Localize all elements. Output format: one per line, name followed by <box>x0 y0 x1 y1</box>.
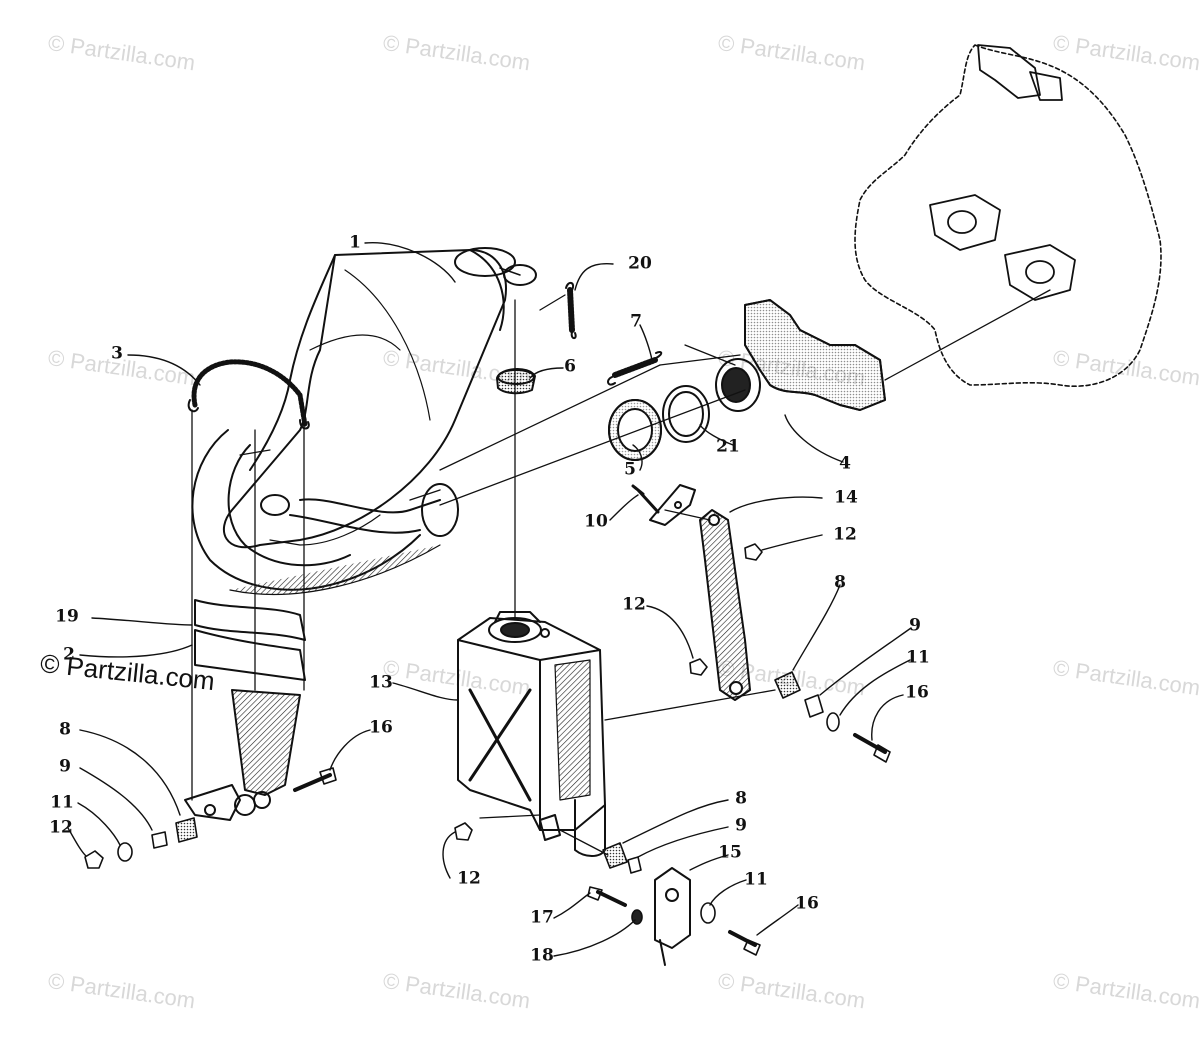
leader-lines <box>67 242 912 957</box>
callout-3: 3 <box>111 343 123 364</box>
callout-14: 14 <box>834 487 858 508</box>
support-arm <box>699 509 751 701</box>
callout-2: 2 <box>63 644 75 665</box>
callout-12: 12 <box>622 594 646 615</box>
callout-8: 8 <box>834 572 846 593</box>
callout-15: 15 <box>718 842 742 863</box>
grommet <box>496 368 536 395</box>
resonator-box <box>457 611 606 857</box>
callout-11: 11 <box>744 869 768 890</box>
callout-17: 17 <box>530 907 554 928</box>
engine-exhaust-ports <box>929 44 1076 301</box>
mount-plate <box>649 484 696 526</box>
callout-12: 12 <box>49 817 73 838</box>
callout-20: 20 <box>628 253 652 274</box>
callout-9: 9 <box>59 756 71 777</box>
callout-5: 5 <box>624 459 636 480</box>
callout-10: 10 <box>584 511 608 532</box>
reference-lines <box>191 289 1051 856</box>
hardware <box>84 484 891 956</box>
callout-4: 4 <box>839 453 851 474</box>
callout-8: 8 <box>735 788 747 809</box>
exhaust-manifold <box>715 299 886 412</box>
callout-12: 12 <box>833 524 857 545</box>
callout-16: 16 <box>905 682 929 703</box>
callout-11: 11 <box>50 792 74 813</box>
callout-6: 6 <box>564 356 576 377</box>
callout-11: 11 <box>906 647 930 668</box>
callout-19: 19 <box>55 606 79 627</box>
callout-1: 1 <box>349 232 361 253</box>
callout-16: 16 <box>369 717 393 738</box>
spring-20 <box>565 282 577 340</box>
callout-9: 9 <box>735 815 747 836</box>
ring-seal <box>608 399 662 461</box>
callout-18: 18 <box>530 945 554 966</box>
callout-16: 16 <box>795 893 819 914</box>
hanger-spring <box>187 359 310 430</box>
callout-21: 21 <box>716 436 740 457</box>
callout-12: 12 <box>457 868 481 889</box>
gasket-ring <box>662 385 710 443</box>
spring-7 <box>607 350 663 386</box>
callout-7: 7 <box>630 311 642 332</box>
mount-bracket <box>184 599 306 821</box>
engine-outline <box>854 44 1162 388</box>
callout-8: 8 <box>59 719 71 740</box>
bracket-15 <box>654 867 691 966</box>
callout-13: 13 <box>369 672 393 693</box>
callout-9: 9 <box>909 615 921 636</box>
muffler <box>191 247 537 596</box>
